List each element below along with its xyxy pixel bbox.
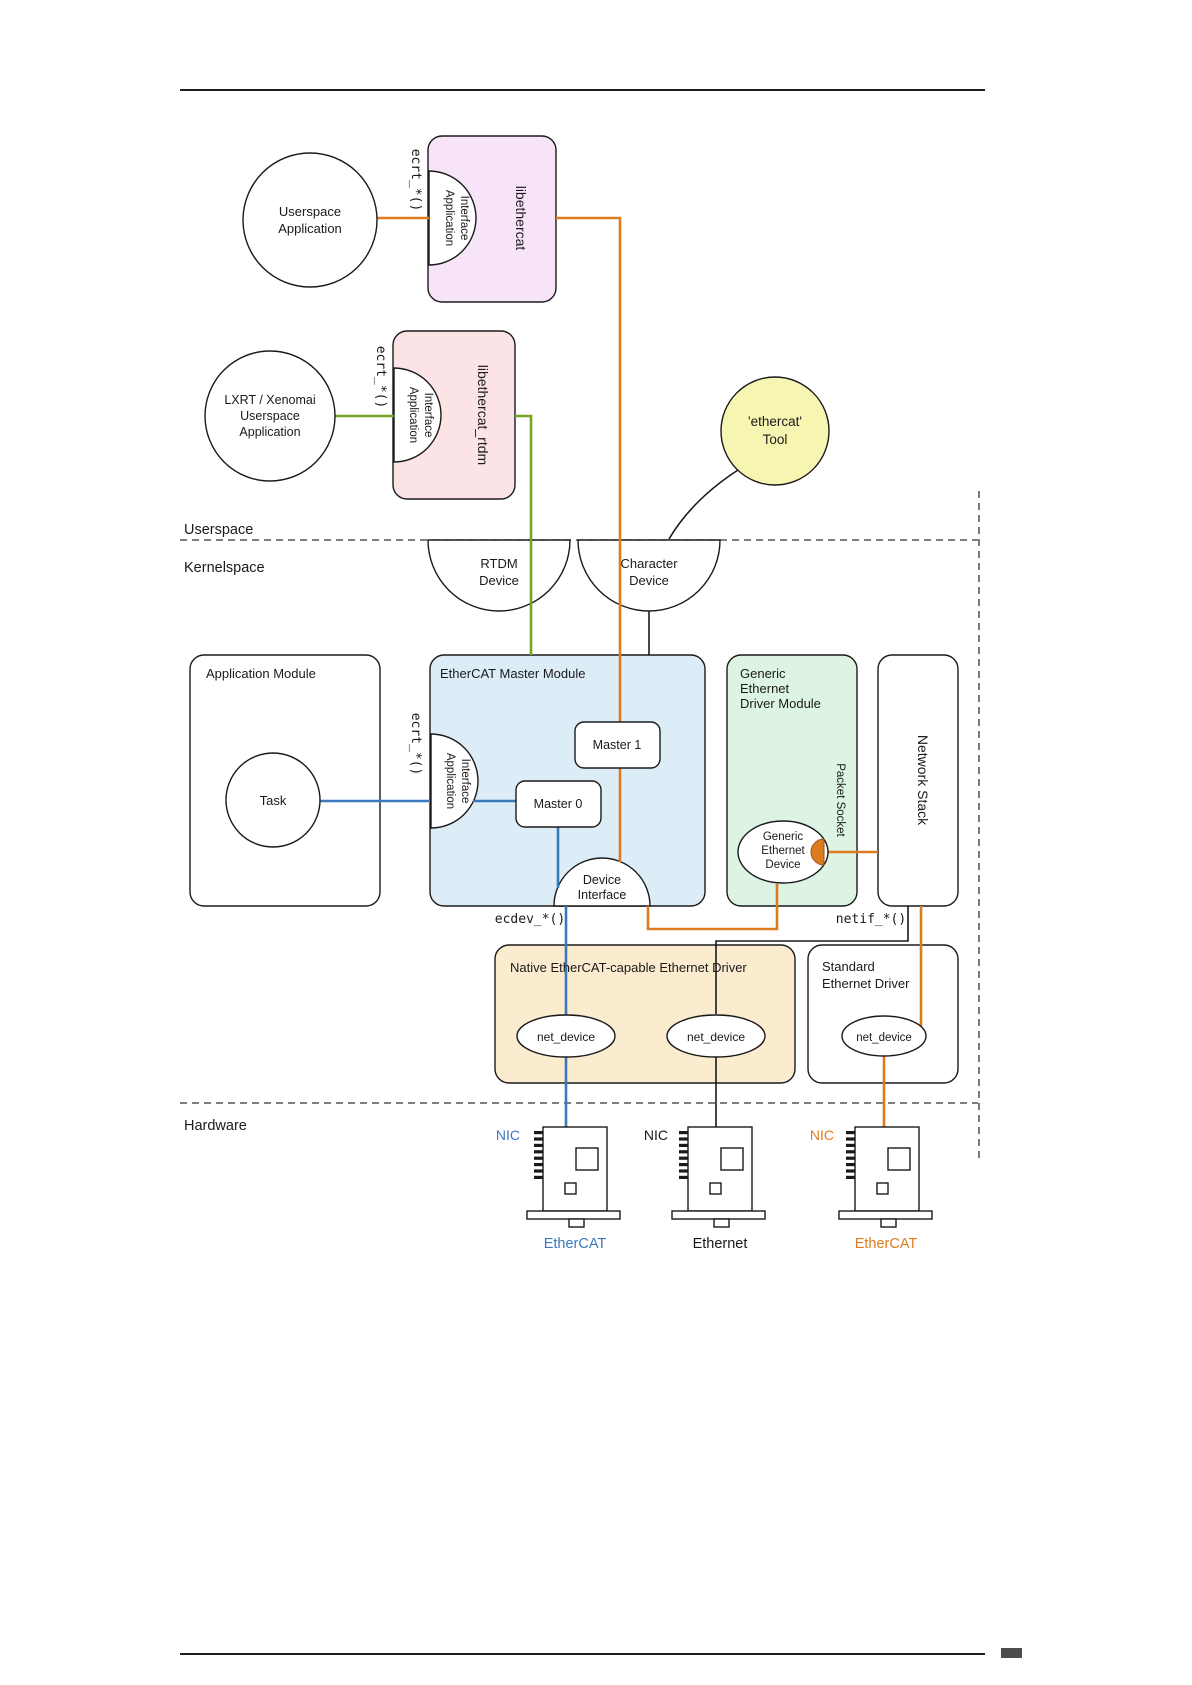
character-device-arc [577,539,721,612]
ethercat-tool-label-1: 'ethercat' [748,414,802,429]
generic-device-label-2: Ethernet [761,845,805,857]
libethercat-title: libethercat [513,186,529,251]
device-interface-to-generic-device-line [646,884,779,931]
generic-module-title-1: Generic [740,666,786,681]
userspace-application-ellipse [242,152,378,288]
master0-label: Master 0 [534,797,583,811]
tool-to-char-device-curve [668,469,739,540]
net-device2-label: net_device [687,1030,745,1044]
libethercat-interface-label-2: Interface [458,196,470,241]
generic-device-label-1: Generic [763,831,804,843]
packet-socket-shape [810,838,825,866]
ecdev-label: ecdev_*() [495,912,565,927]
libethercat-rtdm-interface-label-2: Interface [422,393,434,438]
netif-label: netif_*() [836,912,906,927]
nic2-label: NIC [644,1127,668,1143]
master1-label: Master 1 [593,738,642,752]
device-interface-label-2: Interface [578,888,627,902]
userspace-app-label-2: Application [278,221,342,236]
task-ellipse [225,752,321,848]
nic-card-2 [671,1126,766,1228]
net-device3-ellipse [841,1015,927,1057]
network-stack-title: Network Stack [915,735,931,826]
character-device-label-1: Character [620,556,678,571]
native-driver-title: Native EtherCAT-capable Ethernet Driver [510,960,747,975]
net-device3-label: net_device [856,1032,912,1044]
net-device2-to-network-stack-line [715,906,909,1014]
lxrt-app-label-2: Userspace [240,409,300,423]
standard-driver-title-1: Standard [822,959,875,974]
nic-card-1 [526,1126,621,1228]
userspace-app-label-1: Userspace [279,204,341,219]
libethercat-rtdm-title: libethercat_rtdm [475,365,491,465]
libethercat-rtdm-api-label: ecrt_*() [373,346,388,409]
nic1-label: NIC [496,1127,520,1143]
generic-device-label-3: Device [765,859,800,871]
application-module-title: Application Module [206,666,316,681]
generic-module-title-2: Ethernet [740,681,790,696]
bus2-label: Ethernet [693,1236,748,1252]
master0-box [515,780,602,828]
master-interface-label-1: Application [444,753,456,809]
master-api-label: ecrt_*() [408,713,423,776]
lxrt-application-ellipse [204,350,336,482]
character-device-label-2: Device [629,573,669,588]
device-interface-label-1: Device [583,873,621,887]
lxrt-app-label-1: LXRT / Xenomai [224,393,315,407]
page-footer-mark [1001,1648,1022,1658]
userspace-section-label: Userspace [184,522,253,538]
bus1-label: EtherCAT [544,1236,607,1252]
master1-box [574,721,661,769]
hardware-section-label: Hardware [184,1118,247,1134]
lxrt-app-label-3: Application [239,425,300,439]
nic-card-3 [838,1126,933,1228]
ethercat-tool-ellipse [720,376,830,486]
net-device2-ellipse [666,1014,766,1058]
bus3-label: EtherCAT [855,1236,918,1252]
rtdm-lib-to-master-module-line [515,414,533,655]
rtdm-device-label-2: Device [479,573,519,588]
packet-socket-label: Packet Socket [834,763,846,837]
net-device1-ellipse [516,1014,616,1058]
ethercat-tool-label-2: Tool [763,432,788,447]
network-stack-box [877,654,959,907]
net-device1-label: net_device [537,1030,595,1044]
rtdm-device-label-1: RTDM [480,556,517,571]
libethercat-rtdm-interface-label-1: Application [407,387,419,443]
master-app-interface-arc [430,733,479,829]
libethercat-rtdm-app-interface-arc [393,367,442,463]
standard-driver-title-2: Ethernet Driver [822,976,910,991]
master-module-title: EtherCAT Master Module [440,666,585,681]
libethercat-app-interface-arc [428,170,477,266]
generic-module-title-3: Driver Module [740,696,821,711]
nic3-label: NIC [810,1127,834,1143]
libethercat-to-master1-line [556,216,622,722]
rtdm-device-arc [427,539,571,612]
kernelspace-section-label: Kernelspace [184,560,265,576]
libethercat-interface-label-1: Application [443,190,455,246]
task-label: Task [260,793,287,808]
generic-ethernet-device-ellipse [737,820,829,884]
master-interface-label-2: Interface [459,759,471,804]
libethercat-api-label: ecrt_*() [408,149,423,212]
